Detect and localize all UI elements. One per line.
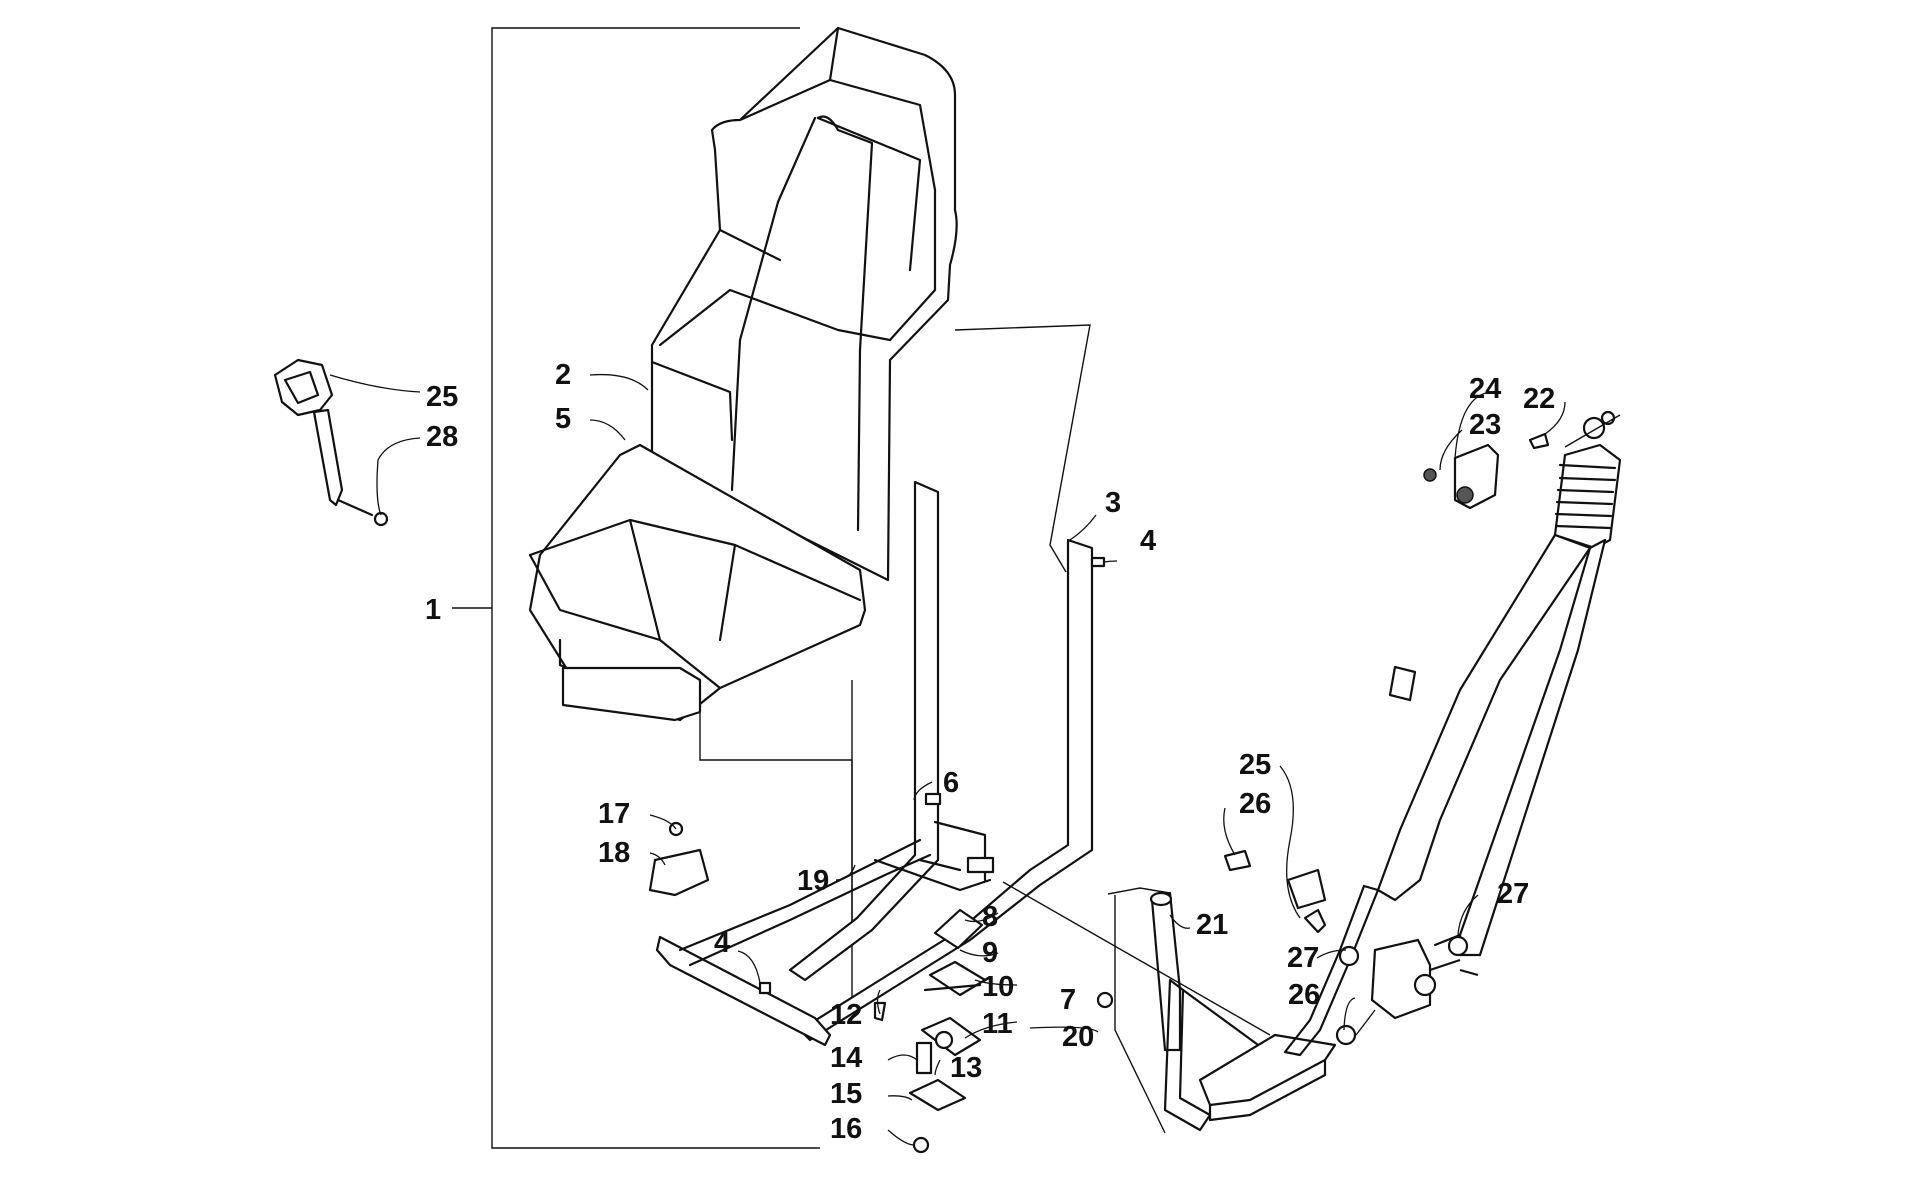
callout-14: 14	[830, 1042, 862, 1074]
callout-25-right: 25	[1239, 749, 1271, 781]
callout-10: 10	[982, 971, 1014, 1003]
callout-24: 24	[1469, 373, 1501, 405]
anchor-bracket	[1423, 410, 1621, 510]
seat-belt-assembly	[1283, 443, 1622, 1057]
alignment-lines	[699, 324, 1091, 1000]
callout-16: 16	[830, 1113, 862, 1145]
callout-13: 13	[950, 1052, 982, 1084]
callout-28: 28	[426, 421, 458, 453]
callout-22: 22	[1523, 383, 1555, 415]
callout-26-upper: 26	[1239, 788, 1271, 820]
callout-27-left: 27	[1287, 942, 1319, 974]
callout-4-top: 4	[1140, 525, 1156, 557]
callout-8: 8	[982, 901, 998, 933]
callout-25-left: 25	[426, 381, 458, 413]
hardware-parts	[648, 556, 1469, 1154]
callout-27-right: 27	[1497, 878, 1529, 910]
callout-1: 1	[425, 594, 441, 626]
callout-5: 5	[555, 403, 571, 435]
callout-4-bottom: 4	[714, 927, 730, 959]
callout-labels: 1 2 3 4 4 5 6 7 8 9 10 11 12 13 14 15 16…	[425, 359, 1555, 1145]
callout-19: 19	[797, 865, 829, 897]
callout-6: 6	[943, 767, 959, 799]
leader-lines	[329, 373, 1566, 1146]
callout-17: 17	[598, 798, 630, 830]
bracket-20	[1107, 887, 1171, 1134]
callout-12: 12	[830, 999, 862, 1031]
callout-11: 11	[982, 1008, 1013, 1040]
callout-21: 21	[1196, 909, 1228, 941]
callout-7: 7	[1060, 984, 1076, 1016]
seat-cushion	[528, 443, 867, 722]
callout-20: 20	[1062, 1021, 1094, 1053]
assembly-bracket	[452, 27, 820, 1149]
seat-backrest	[650, 26, 958, 582]
callout-9: 9	[982, 937, 998, 969]
callout-15: 15	[830, 1078, 862, 1110]
callout-18: 18	[598, 837, 630, 869]
footrest-bracket	[1002, 881, 1337, 1132]
buckle-strap	[273, 358, 389, 527]
callout-2: 2	[555, 359, 571, 391]
callout-26-lower: 26	[1288, 979, 1320, 1011]
callout-3: 3	[1105, 487, 1121, 519]
callout-23: 23	[1469, 409, 1501, 441]
